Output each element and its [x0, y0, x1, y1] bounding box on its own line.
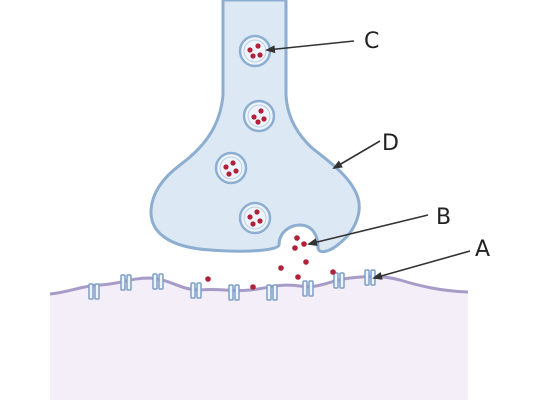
receptor-channel — [190, 282, 202, 299]
pointer-line-c — [265, 40, 355, 54]
receptor-channel — [88, 283, 100, 300]
postsynaptic-cell — [50, 276, 468, 400]
neurotransmitter — [294, 235, 300, 241]
neurotransmitter — [301, 241, 307, 247]
receptors — [88, 269, 376, 301]
postsynaptic-membrane — [49, 274, 469, 296]
receptor-channel — [120, 274, 132, 291]
neurotransmitter-molecules — [205, 235, 336, 290]
neurotransmitter — [292, 245, 298, 251]
pointer-line-d — [332, 140, 381, 170]
synaptic-vesicle — [214, 151, 248, 185]
synaptic-vesicle — [238, 34, 272, 68]
pointer-line-b — [307, 214, 429, 246]
receptor-channel — [228, 284, 240, 301]
neurotransmitter — [330, 269, 336, 275]
neurotransmitter — [278, 265, 284, 271]
receptor-channel — [302, 280, 314, 297]
neurotransmitter — [250, 284, 256, 290]
label-a: A — [475, 237, 490, 262]
label-c: C — [364, 29, 379, 54]
pointer-line-a — [372, 250, 471, 280]
synaptic-vesicle — [238, 201, 272, 235]
label-b: B — [436, 205, 451, 230]
label-d: D — [382, 131, 399, 156]
neurotransmitter — [303, 259, 309, 265]
receptor-channel — [266, 284, 278, 301]
neurotransmitter — [205, 276, 211, 282]
neurotransmitter — [295, 274, 301, 280]
receptor-channel — [333, 272, 345, 289]
synaptic-vesicle — [242, 99, 276, 133]
receptor-channel — [152, 273, 164, 290]
